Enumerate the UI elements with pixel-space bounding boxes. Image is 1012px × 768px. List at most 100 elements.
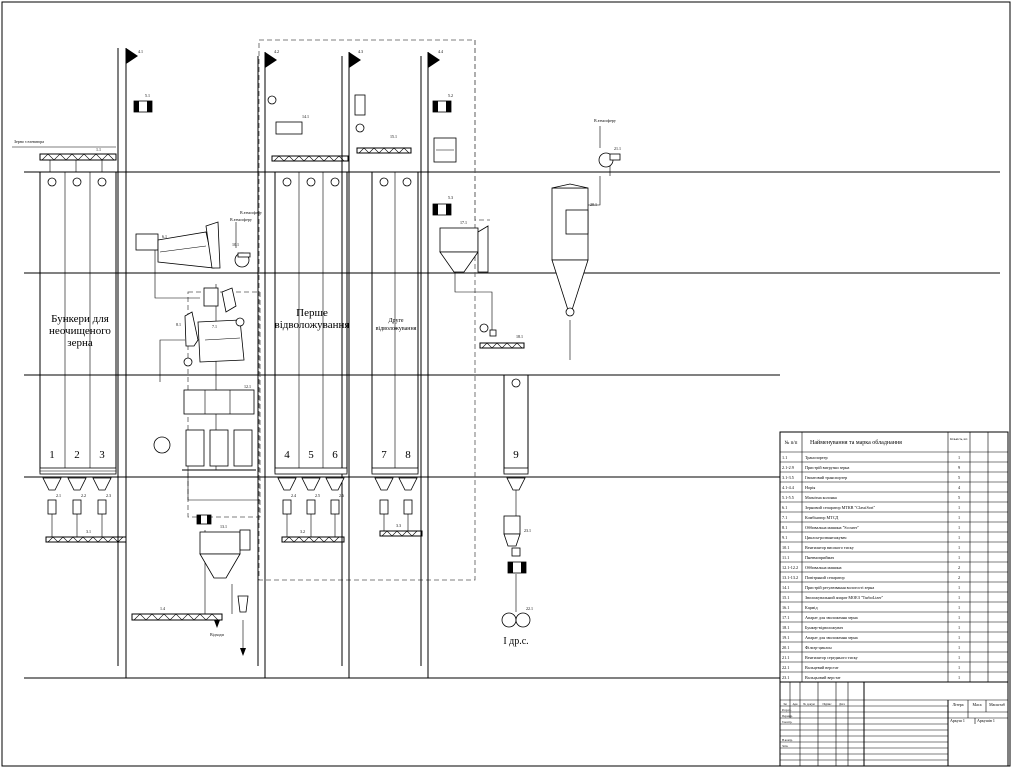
spec-row-name: Кармід [805, 605, 818, 610]
elevator-1 [117, 48, 138, 678]
spec-row-name: Циклон-розвантажувач [805, 535, 846, 540]
label-second-rest-2: відволожування [376, 326, 417, 332]
grain-separator [135, 221, 221, 269]
equipment-tag: 6.1 [162, 234, 167, 239]
spec-row-name: Вентилятор середнього тиску [805, 655, 859, 660]
bin-group-1 [39, 171, 117, 475]
equipment-tag: 3.3 [396, 523, 401, 528]
tb-col: Арк [792, 702, 798, 706]
dashed-frames [187, 39, 490, 581]
spec-row-number: 19.1 [782, 635, 789, 640]
spec-row-qty: 1 [958, 625, 960, 630]
spec-row-number: 7.1 [782, 515, 787, 520]
spec-row-name: Фільтр-циклон [805, 645, 832, 650]
label-to-atm-3: В атмосферу [240, 210, 262, 215]
discharge-hoppers [42, 477, 526, 515]
elevator-4 [420, 52, 440, 678]
spec-row-number: 12.1-12.2 [782, 565, 798, 570]
floor-lines [24, 171, 1000, 679]
title-block [780, 682, 1008, 766]
equipment-tag: 20.1 [590, 202, 597, 207]
spec-header-name: Найменування та марка обладнання [810, 439, 902, 446]
bin-group-3 [371, 171, 419, 475]
spec-row-name: Зерновий сепаратор МТКВ "ClassiSort" [805, 505, 875, 510]
spec-row-number: 17.1 [782, 615, 789, 620]
label-to-atm-2: В атмосферу [594, 118, 616, 123]
tb-row: Перевір. [782, 714, 793, 718]
combinator [183, 287, 245, 367]
spec-row-qty: 1 [958, 545, 960, 550]
spec-row-number: 9.1 [782, 535, 787, 540]
spec-row-number: 3.1-3.5 [782, 475, 794, 480]
tb-row: Т.контр. [782, 720, 793, 724]
top-conveyor-1-1 [12, 146, 117, 172]
label-waste: Відходи [210, 632, 225, 637]
spec-row-qty: 9 [958, 465, 960, 470]
fan-10-1 [234, 252, 251, 268]
tb-scale: Масштаб [989, 702, 1005, 707]
equipment-tag: 4.3 [358, 49, 363, 54]
equipment-tag: 21.1 [614, 146, 621, 151]
spec-row-qty: 1 [958, 505, 960, 510]
equipment-tag: 5.1 [145, 93, 150, 98]
spec-row-number: 21.1 [782, 655, 789, 660]
spec-row-number: 15.1 [782, 595, 789, 600]
bin-number: 4 [284, 449, 290, 461]
spec-row-name: Бункер-відволожувач [805, 625, 843, 630]
spec-row-name: Пристрій вигрузки зерна [805, 465, 850, 470]
bin-number: 9 [513, 449, 519, 461]
spec-row-name: Оббивальна машина "Scourer" [805, 525, 859, 530]
equipment-tag: 23.1 [524, 528, 531, 533]
bin-number-labels: 1 2 3 4 5 6 7 8 9 [49, 449, 519, 461]
bin-number: 2 [74, 449, 80, 461]
equipment-tag: 13.1 [220, 524, 227, 529]
spec-row-name: Зволожувальний апарат МОЕЗ "TurboLizer" [805, 595, 883, 600]
label-second-rest-1: Друге [388, 318, 403, 324]
spec-row-qty: 2 [958, 575, 960, 580]
spec-row-name: Норія [805, 485, 815, 490]
spec-row-name: Транспортер [805, 455, 828, 460]
magnet-blocks [133, 100, 527, 574]
spec-row-qty: 2 [958, 565, 960, 570]
spec-header-no: № п/п [785, 440, 798, 446]
pre-filter [433, 137, 457, 163]
label-bunkers-line-3: зерна [67, 337, 93, 349]
spec-row-name: Комбінатор МТСД [805, 515, 838, 520]
tb-row: Н.контр. [782, 738, 793, 742]
spec-row-qty: 1 [958, 655, 960, 660]
equipment-tag: 3.1 [86, 529, 91, 534]
elevator-3 [341, 52, 361, 678]
waste-arrows [214, 595, 249, 656]
bin-number: 3 [99, 449, 105, 461]
label-first-break: І др.с. [503, 636, 528, 647]
dampening-machines [153, 389, 256, 471]
spec-table-header: № п/п Найменування та марка обладнання К… [785, 437, 968, 446]
air-separator [199, 529, 251, 579]
screw-conveyors [45, 530, 423, 621]
equipment-tag: 5.3 [448, 195, 453, 200]
spec-row-qty: 5 [958, 495, 960, 500]
equipment-tag: 14.1 [302, 114, 309, 119]
spec-row-number: 11.1 [782, 555, 789, 560]
tb-col: Зм [783, 702, 787, 706]
equipment-tag: 8.1 [176, 322, 181, 327]
spec-row-qty: 5 [958, 475, 960, 480]
spec-row-number: 14.1 [782, 585, 789, 590]
top-conveyors [271, 147, 525, 349]
diagram-labels: Бункери для неочищеного зерна Перше відв… [14, 118, 616, 647]
dust-separator [439, 225, 489, 273]
spec-row-number: 10.1 [782, 545, 789, 550]
equipment-tag: 17.1 [460, 220, 467, 225]
spec-row-qty: 4 [958, 485, 961, 490]
equipment-tags: 1.1 4.1 4.2 4.3 4.4 5.1 5.2 5.3 6.1 7.1 … [56, 49, 621, 611]
label-first-rest-1: Перше [296, 307, 328, 319]
spec-row-qty: 1 [958, 455, 960, 460]
spec-row-name: Магнітна колонка [805, 495, 837, 500]
tb-row: Розроб. [782, 708, 792, 712]
equipment-tag: 2.6 [339, 493, 344, 498]
equipment-tag: 7.1 [212, 324, 217, 329]
spec-row-number: 20.1 [782, 645, 789, 650]
spec-row-number: 8.1 [782, 525, 787, 530]
